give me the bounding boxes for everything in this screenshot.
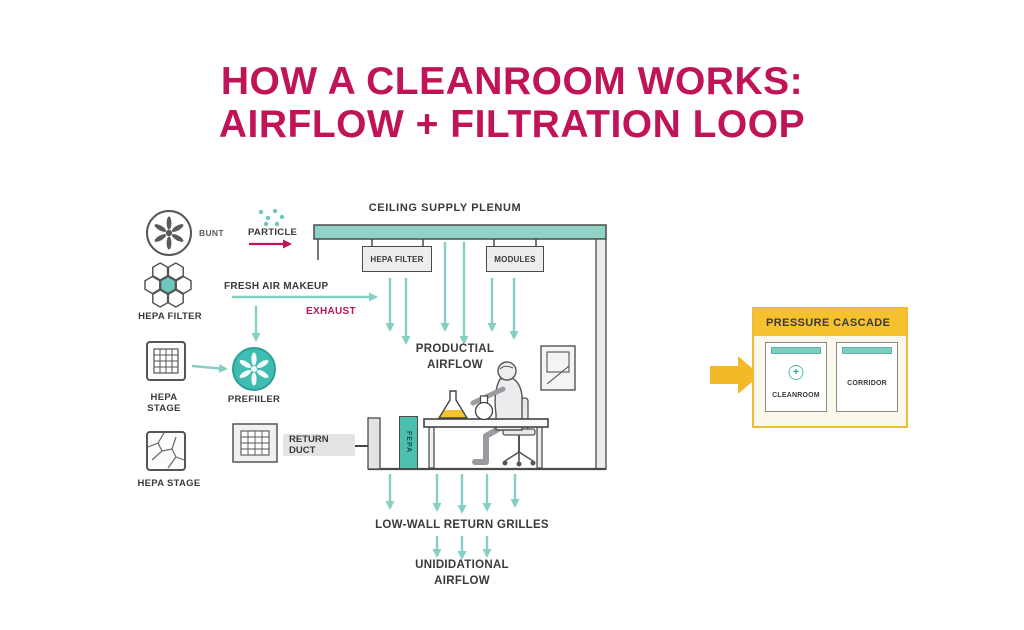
modules-box: MODULES [486,246,544,272]
stage-to-prefilter-arrow [191,363,228,373]
page-title-line2: AIRFLOW + FILTRATION LOOP [218,103,806,146]
hepa-stage-label-2: STAGE [147,403,181,414]
hepa-filter-box: HEPA FILTER [362,246,432,272]
cleanroom-vent-strip [771,347,821,354]
hepa-stage-grid-icon [146,341,186,381]
flask-icons [437,390,494,421]
supply-airflow-arrows [385,242,519,345]
hepa-stage-b-label: HEPA STAGE [137,478,201,489]
exhaust-label: EXHAUST [306,306,356,317]
fan-unit-label: BUNT [199,228,224,238]
hepa-filter-icon [144,262,192,308]
corridor-label: CORRIDOR [847,380,887,387]
unidirectional-label-2: AIRFLOW [434,575,490,587]
return-airflow-arrows [385,474,520,560]
corridor-vent-strip [842,347,892,354]
positive-pressure-icon: + [788,365,804,380]
particle-label: PARTICLE [248,227,298,238]
prefilter-icon [232,347,276,391]
particle-dots [258,208,285,227]
wall-equipment-icon [540,345,576,391]
page-title-line1: HOW A CLEANROOM WORKS: [220,60,804,103]
hepa-stage-label-1: HEPA [150,392,178,403]
fan-unit-icon [146,210,192,256]
corridor-box: CORRIDOR [836,342,898,412]
fepa-unit: FEPA [399,416,418,469]
pressure-cascade-title: PRESSURE CASCADE [754,309,906,336]
product-airflow-label-2: AIRFLOW [427,359,483,371]
hepa-stage-media-icon [146,431,186,471]
cleanroom-box: + CLEANROOM [765,342,827,412]
ceiling-plenum-label: CEILING SUPPLY PLENUM [368,202,522,214]
room-structure [313,224,607,471]
hepa-filter-label: HEPA FILTER [138,311,202,322]
fresh-air-label: FRESH AIR MAKEUP [224,281,329,292]
cascade-pointer-icon [710,356,760,394]
product-airflow-label-1: PRODUCTIAL [415,343,495,355]
cleanroom-label: CLEANROOM [772,392,820,399]
return-duct-label: RETURN DUCT [283,434,355,456]
prefilter-label: PREFIILER [227,394,281,405]
unidirectional-label-1: UNIDIDATIONAL [415,559,509,571]
return-duct-icon [232,423,278,463]
low-wall-label: LOW-WALL RETURN GRILLES [375,519,549,531]
